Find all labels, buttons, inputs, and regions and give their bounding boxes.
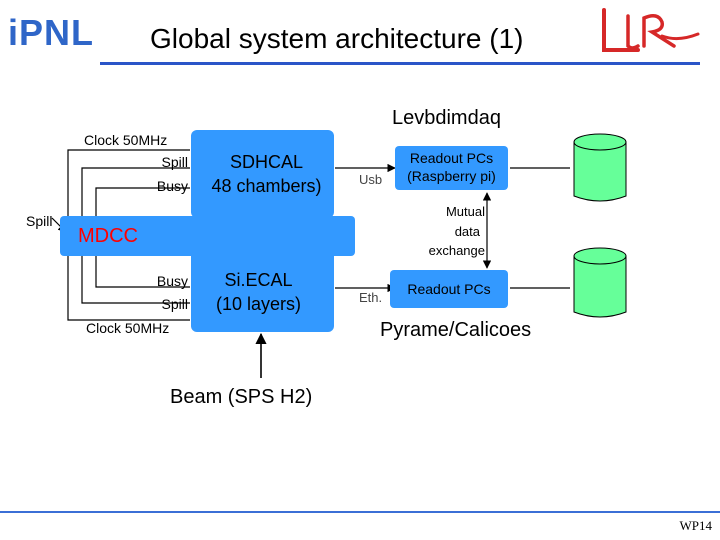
eth-label: Eth.: [359, 290, 383, 305]
mutual-label-1: Mutual: [445, 204, 485, 219]
clock-label-bottom: Clock 50MHz: [86, 320, 170, 336]
spill-line-top: [81, 167, 190, 216]
clock-label-top: Clock 50MHz: [84, 132, 168, 148]
clock-line-top: [67, 149, 190, 216]
busy-line-bottom: [95, 256, 190, 288]
spill-label-left: Spill: [26, 213, 53, 229]
sdhcal-label-2: 48 chambers): [211, 176, 322, 196]
levbdimdaq-label: Levbdimdaq: [392, 107, 501, 129]
usb-label: Usb: [359, 172, 383, 187]
sdhcal-box: [191, 130, 334, 218]
spill-line-bottom: [81, 256, 190, 304]
slide-title: Global system architecture (1): [150, 23, 524, 54]
mdcc-box: [60, 216, 355, 256]
llr-logo: [602, 8, 700, 52]
storage-disk-top-icon: [573, 133, 627, 202]
readout-pcs-bottom-label: Readout PCs: [407, 281, 491, 297]
siecal-label-1: Si.ECAL: [224, 270, 293, 290]
footer-rule: [0, 511, 720, 513]
siecal-label-2: (10 layers): [215, 294, 302, 314]
busy-label-bottom: Busy: [156, 273, 188, 289]
title-underline: [100, 62, 700, 65]
mdcc-label: MDCC: [78, 225, 138, 247]
busy-line-top: [95, 187, 190, 216]
pyrame-calicoes-label: Pyrame/Calicoes: [380, 319, 532, 341]
beam-label: Beam (SPS H2): [170, 386, 313, 408]
readout-pcs-bottom-box: [390, 270, 508, 308]
clock-line-bottom: [67, 256, 190, 321]
storage-disk-bottom-icon: [573, 247, 627, 318]
spill-label-top: Spill: [161, 154, 188, 170]
svg-text:iPNL: iPNL: [8, 12, 94, 52]
mutual-label-3: exchange: [428, 243, 485, 258]
mutual-label-2: data: [454, 224, 480, 239]
spill-label-bottom: Spill: [161, 296, 188, 312]
footer-label: WP14: [679, 518, 713, 533]
readout-pcs-top-label-1: Readout PCs: [409, 150, 494, 166]
siecal-box: [191, 244, 334, 332]
busy-label-top: Busy: [156, 178, 188, 194]
readout-pcs-top-box: [395, 146, 508, 190]
ipnl-logo: iPNL: [8, 12, 94, 52]
sdhcal-label-1: SDHCAL: [229, 152, 304, 172]
readout-pcs-top-label-2: (Raspberry pi): [407, 168, 496, 184]
